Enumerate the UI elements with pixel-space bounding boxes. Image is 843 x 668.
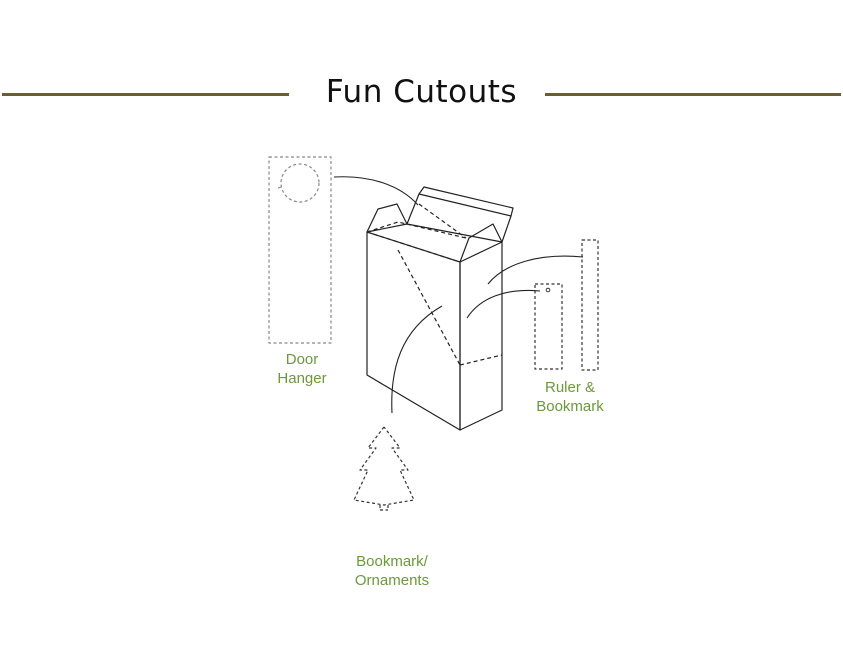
connector-lines xyxy=(333,176,584,414)
bookmark-cutout xyxy=(534,283,563,370)
title-rule-right xyxy=(545,93,841,96)
label-door-hanger: Door Hanger xyxy=(277,351,327,387)
cereal-box xyxy=(366,186,514,431)
label-ruler-bookmark: Ruler & Bookmark xyxy=(536,379,604,415)
ruler-cutout xyxy=(581,239,599,371)
page-title: Fun Cutouts xyxy=(325,74,518,110)
label-bookmark-ornaments: Bookmark/ Ornaments xyxy=(354,553,430,589)
bookmark-hole xyxy=(545,287,551,293)
title-rule-left xyxy=(2,93,289,96)
door-hanger-cutout xyxy=(268,156,332,344)
tree-ornament-cutout xyxy=(353,426,415,511)
